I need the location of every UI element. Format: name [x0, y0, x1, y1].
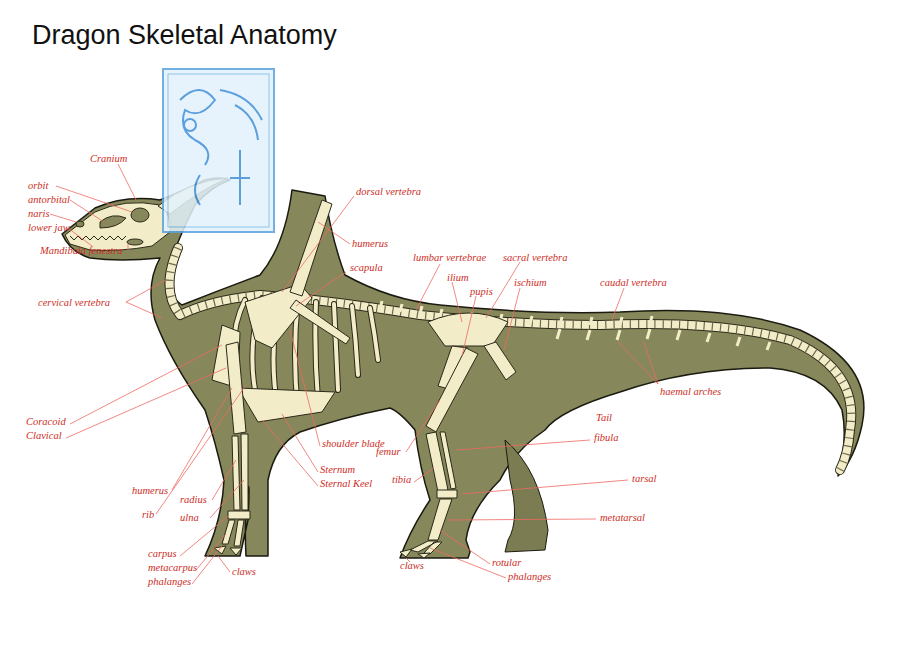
part-label: metatarsal: [600, 512, 645, 524]
mandibula-fenestra: [127, 239, 143, 245]
part-label: claws: [232, 566, 256, 578]
part-label: scapula: [350, 262, 383, 274]
diagram-title: Dragon Skeletal Anatomy: [32, 20, 337, 51]
front-humerus: [226, 342, 246, 434]
wing-spur: [290, 300, 350, 344]
ischium: [484, 342, 516, 380]
part-label: Sternal Keel: [320, 478, 372, 490]
part-label: sacral vertebra: [503, 252, 567, 264]
part-label: metacarpus: [148, 562, 197, 574]
orbit: [131, 208, 149, 222]
part-label: Tail: [596, 412, 612, 424]
femur: [426, 348, 478, 432]
part-label: Mandibula fenestra: [40, 245, 123, 257]
part-label: haemal arches: [660, 386, 721, 398]
hind-claws: [400, 549, 430, 558]
spine-outline: [169, 248, 851, 470]
part-label: humerus: [132, 485, 168, 497]
far-hind-leg: [505, 440, 548, 552]
part-label: fibula: [594, 432, 619, 444]
part-label: rotular: [492, 557, 521, 569]
sternum: [238, 388, 335, 422]
tarsal: [437, 490, 457, 498]
watermark: [163, 69, 274, 232]
radius: [232, 436, 240, 510]
spine: [169, 248, 851, 470]
leader-lines: [50, 164, 658, 584]
part-label: humerus: [352, 238, 388, 250]
part-label: shoulder blade: [322, 438, 385, 450]
part-label: claws: [400, 560, 424, 572]
part-label: caudal vertebra: [600, 277, 667, 289]
part-label: carpus: [148, 548, 177, 560]
part-label: orbit: [28, 180, 48, 192]
wing-humerus: [290, 200, 332, 296]
ulna: [241, 434, 248, 510]
metatarsal: [428, 499, 452, 540]
part-label: ilium: [447, 272, 469, 284]
teeth: [70, 236, 126, 240]
carpus: [228, 511, 250, 519]
part-label: phalanges: [508, 571, 551, 583]
part-label: pupis: [470, 286, 493, 298]
part-label: lower jaw: [28, 222, 70, 234]
haemal-arches: [557, 329, 770, 350]
dragon-silhouette: [62, 178, 864, 558]
part-label: tibia: [392, 474, 411, 486]
vertebra-joints: [169, 248, 851, 470]
part-label: tarsal: [632, 473, 657, 485]
skull: [65, 203, 170, 251]
hind-phalanges: [410, 541, 442, 554]
part-label: radius: [180, 494, 207, 506]
part-label: rib: [142, 509, 154, 521]
part-label: femur: [376, 446, 401, 458]
part-label: dorsal vertebra: [356, 186, 421, 198]
metacarpus: [222, 520, 244, 546]
part-label: naris: [28, 208, 50, 220]
part-label: lumbar vertebrae: [413, 252, 486, 264]
part-label: Coracoid: [26, 416, 66, 428]
naris: [76, 221, 84, 227]
part-label: antorbital: [28, 194, 70, 206]
part-label: ulna: [180, 512, 199, 524]
fibula: [440, 432, 456, 489]
part-label: phalanges: [148, 576, 191, 588]
part-label: ischium: [514, 277, 547, 289]
part-label: Clavical: [26, 430, 62, 442]
part-label: cervical vertebra: [38, 297, 110, 309]
part-label: Sternum: [320, 464, 355, 476]
part-label: Cranium: [90, 153, 127, 165]
